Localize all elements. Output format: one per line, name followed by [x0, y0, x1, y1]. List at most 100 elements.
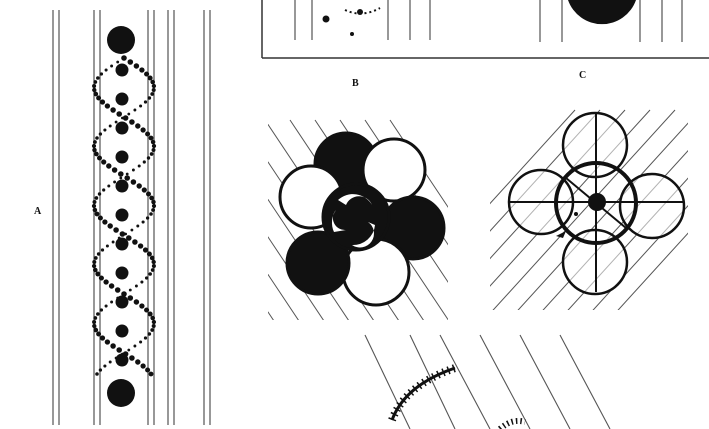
bottom-panel-diagram: [365, 335, 610, 429]
helix-dot: [142, 187, 147, 192]
helix-dot: [92, 88, 96, 92]
helix-dot: [146, 192, 151, 197]
helix-dot: [109, 125, 112, 128]
helix-dot: [145, 131, 150, 136]
helix-dot: [146, 216, 149, 219]
helix-dot: [105, 103, 110, 108]
helix-dot: [140, 363, 145, 368]
helix-dot: [148, 76, 153, 81]
helix-dot: [115, 121, 118, 124]
helix-dot: [100, 308, 103, 311]
helix-dot: [92, 148, 96, 152]
helix-dot: [149, 136, 154, 141]
helix-dot: [110, 301, 113, 304]
helix-dot: [137, 183, 142, 188]
helix-dot: [135, 123, 140, 128]
helix-dot: [116, 347, 122, 353]
helix-dot: [116, 111, 122, 117]
helix-dot: [110, 107, 116, 113]
panel-a-top-bead: [107, 26, 135, 54]
helix-dot: [95, 196, 99, 200]
helix-dot: [110, 343, 116, 349]
helix-dot: [150, 152, 154, 156]
helix-dot: [139, 340, 142, 343]
helix-dot: [113, 181, 116, 184]
helix-dot: [92, 204, 96, 208]
helix-dot: [103, 364, 106, 367]
helix-dot: [123, 57, 126, 60]
helix-dot: [100, 335, 105, 340]
helix-dot: [150, 80, 155, 85]
helix-dot: [93, 140, 97, 144]
helix-dot: [95, 272, 100, 277]
helix-dot: [95, 372, 99, 376]
helix-dot: [144, 100, 147, 103]
helix-dot: [99, 275, 104, 280]
helix-bead: [116, 325, 129, 338]
helix-dot: [152, 148, 156, 152]
helix-dot: [133, 345, 136, 348]
helix-dot: [134, 63, 139, 68]
helix-dot: [131, 179, 137, 185]
helix-dot: [100, 72, 103, 75]
helix-dot: [149, 212, 153, 216]
helix-dot: [112, 241, 115, 244]
helix-dot: [151, 140, 156, 145]
panel-a-helix-dots: [92, 55, 156, 376]
helix-dot: [106, 163, 111, 168]
helix-dot: [106, 244, 109, 247]
helix-dot: [151, 268, 155, 272]
helix-dot: [130, 229, 133, 232]
helix-dot: [102, 219, 107, 224]
helix-dot: [148, 96, 151, 99]
helix-dot: [148, 272, 152, 276]
helix-dot: [96, 312, 100, 316]
helix-dot: [93, 268, 98, 273]
helix-dot: [115, 287, 121, 293]
helix-dot: [126, 173, 129, 176]
helix-dot: [93, 92, 98, 97]
helix-dot: [109, 361, 112, 364]
helix-dot: [152, 144, 156, 148]
panel-label-c: C: [579, 70, 586, 81]
helix-dot: [116, 61, 119, 64]
panel-a-vertical-lines: [53, 10, 210, 425]
helix-dot: [92, 84, 96, 88]
helix-dot: [128, 295, 134, 301]
helix-dot: [92, 264, 96, 268]
helix-dot: [150, 316, 155, 321]
helix-dot: [105, 339, 110, 344]
helix-dot: [98, 215, 103, 220]
helix-dot: [129, 289, 132, 292]
helix-dot: [103, 279, 108, 284]
helix-dot: [144, 336, 147, 339]
helix-dot: [133, 109, 136, 112]
helix-dot: [149, 372, 154, 377]
helix-bead: [116, 296, 129, 309]
helix-dot: [152, 204, 156, 208]
helix-dot: [127, 113, 130, 116]
helix-bead: [116, 180, 129, 193]
helix-dot: [142, 220, 145, 223]
helix-dot: [107, 185, 110, 188]
helix-dot: [152, 260, 156, 264]
helix-dot: [144, 71, 149, 76]
helix-dot: [139, 67, 144, 72]
helix-dot: [124, 175, 130, 181]
helix-dot: [93, 316, 97, 320]
helix-dot: [110, 65, 113, 68]
top-panel-strip: [262, 0, 709, 58]
helix-bead: [116, 151, 129, 164]
helix-dot: [144, 307, 149, 312]
helix-dot: [93, 328, 98, 333]
helix-dot: [92, 320, 96, 324]
helix-dot: [145, 276, 148, 279]
helix-dot: [118, 171, 124, 177]
helix-dot: [105, 68, 108, 71]
helix-dot: [99, 132, 102, 135]
helix-dot: [152, 320, 156, 324]
helix-dot: [151, 200, 155, 204]
helix-dot: [123, 293, 126, 296]
panel-label-b: B: [352, 78, 359, 89]
